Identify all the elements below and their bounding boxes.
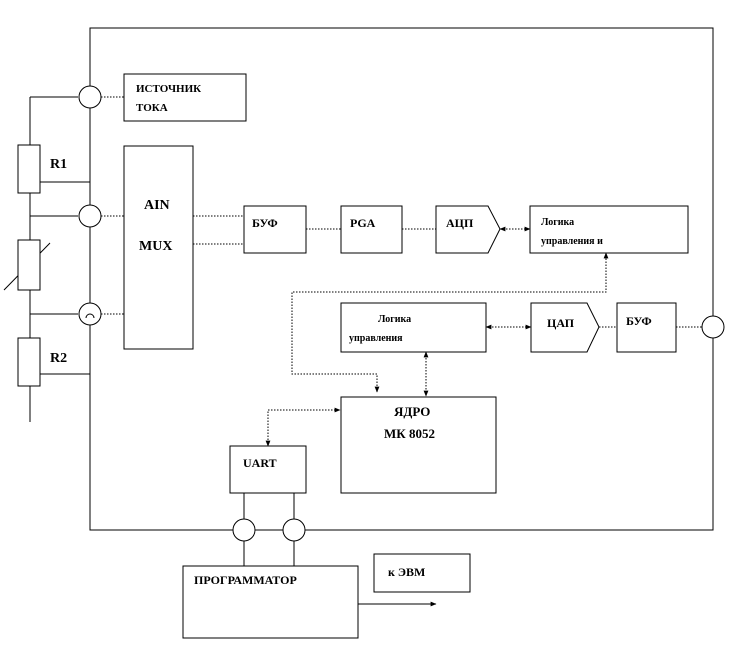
thermistor bbox=[17, 239, 41, 291]
pga-block bbox=[340, 205, 403, 254]
buffer-2-label: БУФ bbox=[626, 314, 652, 328]
dac-label: ЦАП bbox=[547, 316, 575, 330]
ain-mux-block bbox=[123, 145, 194, 350]
buffer-1-block bbox=[243, 205, 307, 254]
uart-block bbox=[229, 445, 307, 494]
resistor-r2 bbox=[17, 337, 41, 387]
r2-label: R2 bbox=[50, 351, 67, 366]
uart-label: UART bbox=[243, 456, 277, 470]
current-source-label-2: ТОКА bbox=[136, 102, 168, 114]
control-logic-2-label-2: управления bbox=[349, 333, 403, 344]
to-pc-label: к ЭВМ bbox=[388, 565, 425, 579]
core-label-2: МК 8052 bbox=[384, 426, 435, 441]
terminal-output bbox=[701, 315, 725, 339]
terminal-uart-2 bbox=[282, 518, 306, 542]
resistor-r1 bbox=[17, 144, 41, 194]
buffer-1-label: БУФ bbox=[252, 216, 278, 230]
pga-label: PGA bbox=[350, 216, 376, 230]
mux-label: MUX bbox=[139, 239, 172, 254]
adc-block bbox=[435, 205, 501, 254]
terminal-current bbox=[78, 85, 102, 109]
terminal-input-1 bbox=[78, 204, 102, 228]
control-logic-2-label-1: Логика bbox=[378, 314, 411, 325]
programmer-block bbox=[182, 565, 359, 639]
adc-label: АЦП bbox=[446, 216, 474, 230]
core-label-1: ЯДРО bbox=[394, 404, 430, 419]
to-pc-block bbox=[373, 553, 471, 593]
current-source-block bbox=[123, 73, 247, 122]
control-logic-2-block bbox=[340, 302, 487, 353]
programmer-label: ПРОГРАММАТОР bbox=[194, 573, 297, 587]
device-enclosure bbox=[89, 27, 714, 531]
current-source-label-1: ИСТОЧНИК bbox=[136, 83, 201, 95]
control-logic-1-label-2: управления и bbox=[541, 236, 603, 247]
control-logic-1-block bbox=[529, 205, 689, 254]
buffer-2-block bbox=[616, 302, 677, 353]
r1-label: R1 bbox=[50, 157, 67, 172]
sensor-wiring bbox=[3, 96, 90, 422]
dac-block bbox=[530, 302, 600, 353]
control-logic-1-label-1: Логика bbox=[541, 217, 574, 228]
ain-label: AIN bbox=[144, 198, 170, 213]
terminal-uart-1 bbox=[232, 518, 256, 542]
core-block bbox=[340, 396, 497, 494]
